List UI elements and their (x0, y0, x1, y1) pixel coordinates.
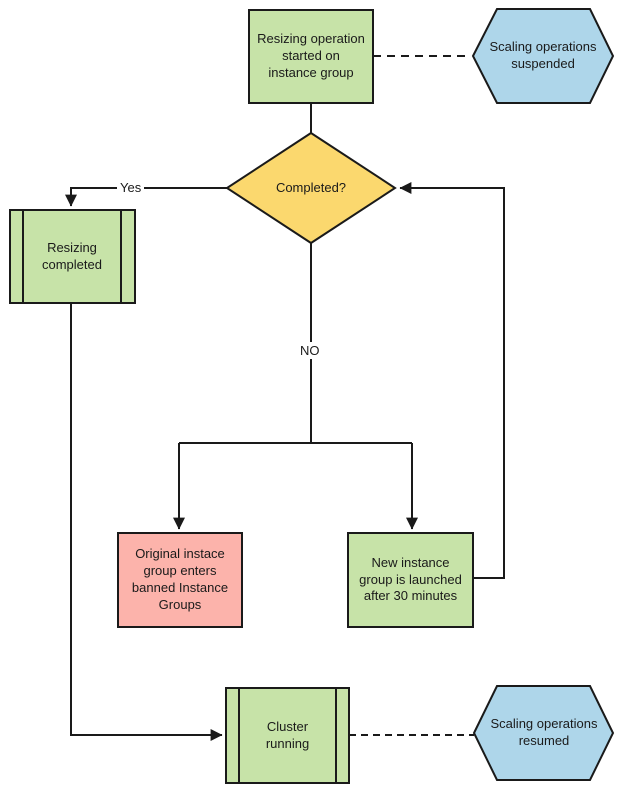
connector-resizing-completed-cluster (70, 303, 223, 741)
cluster-running-node (225, 687, 350, 784)
banned-groups-node (117, 532, 243, 628)
scaling-suspended-hexagon (471, 8, 615, 104)
edge-label-no: NO (297, 342, 323, 359)
start-process-node (248, 9, 374, 104)
resizing-completed-node (9, 209, 136, 304)
completed-decision-diamond (225, 131, 397, 245)
scaling-resumed-hexagon (472, 685, 615, 781)
edge-label-yes: Yes (117, 179, 145, 196)
connector-loopback-new-group-decision (399, 182, 505, 579)
new-instance-group-node (347, 532, 474, 628)
connector-yes-to-resizing-completed (65, 187, 227, 207)
